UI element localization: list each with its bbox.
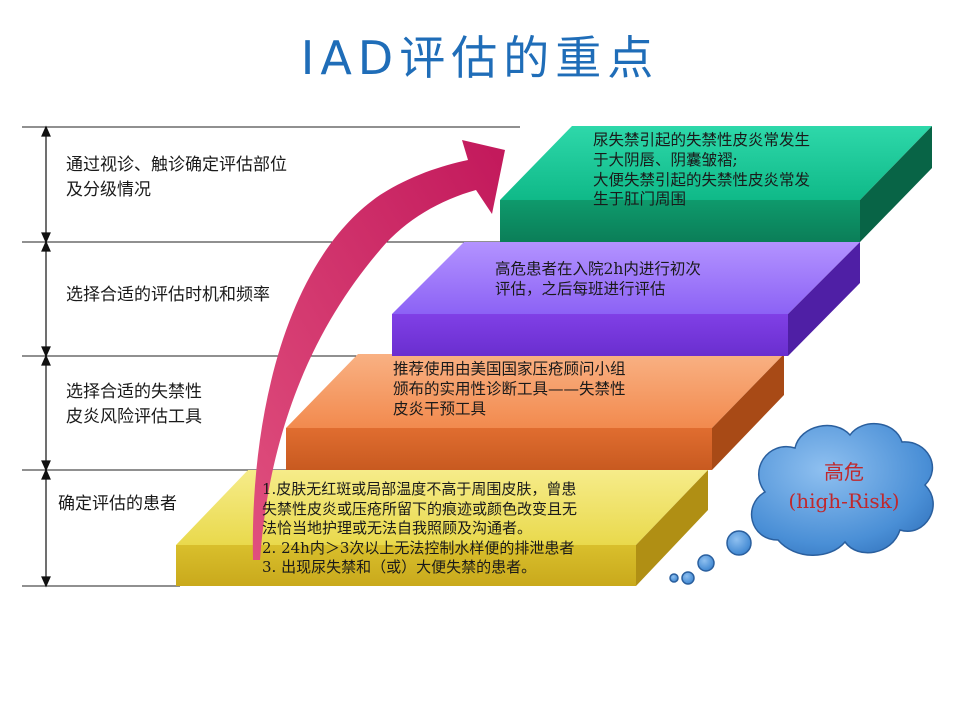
- step-4-line-3: 大便失禁引起的失禁性皮炎常发: [593, 170, 811, 189]
- left-divider-lines: [22, 126, 520, 587]
- page-title: IAD评估的重点: [300, 31, 660, 85]
- step-2-line-1: 推荐使用由美国国家压疮顾问小组: [393, 360, 626, 378]
- dimension-arrows: [41, 125, 51, 588]
- step-1-line-5: 3. 出现尿失禁和（或）大便失禁的患者。: [262, 558, 537, 576]
- step-2-line-3: 皮炎干预工具: [393, 399, 487, 418]
- step-1-line-4: 2. 24h内＞3次以上无法控制水样便的排泄患者: [262, 538, 575, 557]
- left-label-4-line1: 确定评估的患者: [58, 494, 177, 514]
- step-4-green: [500, 126, 932, 242]
- step-3-line-1: 高危患者在入院2h内进行初次: [495, 260, 701, 278]
- step-2-text: 推荐使用由美国国家压疮顾问小组 颁布的实用性诊断工具——失禁性 皮炎干预工具: [393, 360, 626, 419]
- cloud-bubble: [669, 422, 934, 585]
- step-1-text: 1.皮肤无红斑或局部温度不高于周围皮肤，曾患 失禁性皮炎或压疮所留下的痕迹或颜色…: [262, 480, 577, 578]
- left-label-2-line1: 选择合适的评估时机和频率: [66, 285, 270, 305]
- left-label-3-line1: 选择合适的失禁性: [66, 382, 202, 402]
- step-3-text: 高危患者在入院2h内进行初次 评估，之后每班进行评估: [495, 260, 701, 300]
- cloud-text: 高危 (high-Risk): [758, 458, 930, 516]
- step-2-line-2: 颁布的实用性诊断工具——失禁性: [393, 379, 626, 398]
- step-3-line-2: 评估，之后每班进行评估: [495, 279, 666, 298]
- left-label-4: 确定评估的患者: [58, 492, 177, 517]
- left-label-2: 选择合适的评估时机和频率: [66, 283, 270, 308]
- left-label-3: 选择合适的失禁性 皮炎风险评估工具: [66, 380, 202, 429]
- step-4-text: 尿失禁引起的失禁性皮炎常发生 于大阴唇、阴囊皱褶; 大便失禁引起的失禁性皮炎常发…: [593, 131, 810, 210]
- curved-up-arrow: [252, 140, 505, 560]
- step-1-line-2: 失禁性皮炎或压疮所留下的痕迹或颜色改变且无: [262, 499, 578, 518]
- step-4-line-4: 生于肛门周围: [593, 190, 687, 209]
- step-4-line-1: 尿失禁引起的失禁性皮炎常发生: [593, 131, 811, 149]
- step-3-purple: [392, 242, 860, 356]
- left-label-1: 通过视诊、触诊确定评估部位 及分级情况: [66, 153, 287, 202]
- step-1-line-3: 法恰当地护理或无法自我照顾及沟通者。: [262, 519, 533, 537]
- step-1-yellow: [176, 470, 708, 586]
- step-4-line-2: 于大阴唇、阴囊皱褶;: [593, 150, 738, 169]
- left-label-3-line2: 皮炎风险评估工具: [66, 406, 202, 427]
- left-label-1-line2: 及分级情况: [66, 179, 151, 200]
- left-label-1-line1: 通过视诊、触诊确定评估部位: [66, 155, 287, 175]
- step-1-line-1: 1.皮肤无红斑或局部温度不高于周围皮肤，曾患: [262, 480, 577, 498]
- cloud-line-2: (high-Risk): [788, 489, 900, 513]
- cloud-line-1: 高危: [824, 460, 864, 484]
- step-2-orange: [286, 354, 784, 470]
